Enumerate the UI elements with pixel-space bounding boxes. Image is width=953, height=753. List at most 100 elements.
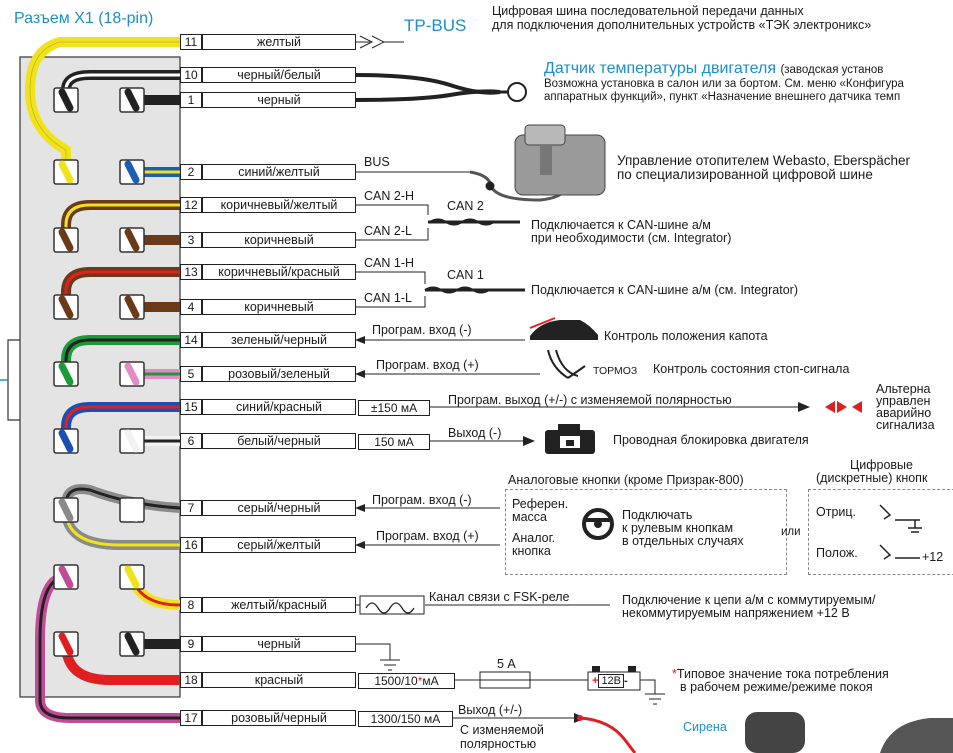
power-note-2: в рабочем режиме/режиме покоя: [680, 680, 873, 694]
pin-wire-color: белый/черный: [202, 433, 356, 449]
pin-number: 16: [180, 537, 202, 553]
pin-number: 10: [180, 67, 202, 83]
alt-desc-3: аварийно: [876, 406, 932, 420]
plus12-label: +12: [922, 550, 944, 564]
bus-desc-2: по специализированной цифровой шине: [617, 167, 873, 182]
pin-wire-color: черный/белый: [202, 67, 356, 83]
pin-number: 11: [180, 34, 202, 50]
alt-desc-1: Альтерна: [876, 382, 931, 396]
fsk-desc-1: Подключение к цепи а/м с коммутируемым/: [622, 593, 876, 607]
pin-wire-color: розовый/зеленый: [202, 366, 356, 382]
siren-out-label: Выход (+/-): [458, 703, 523, 717]
neg-label: Отриц.: [816, 505, 857, 519]
pin-number: 15: [180, 399, 202, 415]
current-box-15: ±150 мА: [358, 400, 430, 416]
pin-number: 5: [180, 366, 202, 382]
tpbus-desc-1: Цифровая шина последовательной передачи …: [492, 4, 804, 18]
digital-buttons-frame: [808, 489, 953, 575]
digital-buttons-title-1: Цифровые: [850, 458, 913, 472]
pin-number: 7: [180, 500, 202, 516]
immob-desc: Проводная блокировка двигателя: [613, 433, 809, 447]
connect-2: к рулевым кнопкам: [622, 521, 734, 535]
current-box-6: 150 мА: [358, 434, 430, 450]
can1-l-label: CAN 1-L: [364, 291, 412, 305]
brake-pedal-icon: [547, 349, 586, 379]
siren-pol-1: С изменяемой: [460, 723, 544, 737]
brake-desc: Контроль состояния стоп-сигнала: [653, 362, 850, 376]
pin-number: 12: [180, 197, 202, 213]
ref-mass-2: масса: [512, 510, 547, 524]
fsk-desc-2: некоммутируемым напряжением +12 В: [622, 606, 850, 620]
input-plus-label-5: Програм. вход (+): [376, 358, 479, 372]
pin-number: 14: [180, 332, 202, 348]
steering-wheel-icon: [582, 508, 614, 540]
pin-wire-color: серый/черный: [202, 500, 356, 516]
engine-lock-icon: [545, 424, 595, 454]
analog-buttons-title: Аналоговые кнопки (кроме Призрак-800): [508, 473, 744, 487]
pin-number: 18: [180, 672, 202, 688]
fuse-label: 5 А: [497, 657, 516, 671]
pin-wire-color: синий/желтый: [202, 164, 356, 180]
can1-h-label: CAN 1-H: [364, 256, 415, 270]
current-box-17: 1300/150 мА: [358, 711, 453, 727]
pin-number: 9: [180, 636, 202, 652]
temp-sensor-title: Датчик температуры двигателя (заводская …: [544, 60, 884, 77]
tpbus-desc-2: для подключения дополнительных устройств…: [492, 18, 872, 32]
connector-title: Разъем X1 (18-pin): [14, 10, 154, 27]
output-minus-label: Выход (-): [448, 426, 502, 440]
can2-h-label: CAN 2-H: [364, 189, 415, 203]
hood-desc: Контроль положения капота: [604, 329, 768, 343]
tpbus-label: TP-BUS: [404, 16, 467, 35]
pin-number: 3: [180, 232, 202, 248]
heater-icon: [514, 124, 606, 196]
battery-label: +12В-: [592, 674, 628, 688]
pin-wire-color: серый/желтый: [202, 537, 356, 553]
brake-tag: ТОРМОЗ: [593, 365, 638, 377]
pin-number: 17: [180, 710, 202, 726]
pin-wire-color: черный: [202, 636, 356, 652]
pin-number: 6: [180, 433, 202, 449]
hazard-lights-icon: [825, 401, 862, 413]
bus-label: BUS: [364, 155, 390, 169]
alt-desc-4: сигнализа: [876, 418, 935, 432]
power-note-1: *Типовое значение тока потребления: [672, 667, 889, 681]
pin-number: 1: [180, 92, 202, 108]
can2-name: CAN 2: [447, 199, 484, 213]
pin-wire-color: желтый/красный: [202, 597, 356, 613]
ref-mass-1: Референ.: [512, 497, 569, 511]
pin-number: 13: [180, 264, 202, 280]
temp-sensor-line-2: аппаратных функций», пункт «Назначение в…: [544, 91, 901, 103]
output-polarity-label: Програм. выход (+/-) с изменяемой полярн…: [448, 393, 732, 407]
siren-icon: [745, 712, 953, 753]
pin-number: 8: [180, 597, 202, 613]
pin-wire-color: зеленый/черный: [202, 332, 356, 348]
input-minus-label-14: Програм. вход (-): [372, 323, 472, 337]
bus-desc-1: Управление отопителем Webasto, Eberspäch…: [617, 153, 910, 168]
connect-3: в отдельных случаях: [622, 534, 744, 548]
connect-1: Подключать: [622, 508, 693, 522]
can2-l-label: CAN 2-L: [364, 224, 412, 238]
temp-sensor-line-1: Возможна установка в салон или за бортом…: [544, 78, 904, 90]
pin-wire-color: коричневый: [202, 299, 356, 315]
input-plus-label-16: Програм. вход (+): [376, 529, 479, 543]
siren-name: Сирена: [683, 720, 727, 734]
fsk-label: Канал связи с FSK-реле: [429, 590, 570, 604]
car-hood-icon: [529, 317, 598, 340]
digital-buttons-title-2: (дискретные) кнопк: [816, 471, 928, 485]
input-minus-label-7: Програм. вход (-): [372, 493, 472, 507]
pin-number: 4: [180, 299, 202, 315]
siren-pol-2: полярностью: [460, 737, 537, 751]
pin-wire-color: синий/красный: [202, 399, 356, 415]
can1-name: CAN 1: [447, 268, 484, 282]
pos-label: Полож.: [816, 546, 858, 560]
analog-btn-1: Аналог.: [512, 531, 556, 545]
alt-desc-2: управлен: [876, 394, 931, 408]
pin-wire-color: коричневый/красный: [202, 264, 356, 280]
analog-buttons-frame: [505, 489, 787, 575]
analog-btn-2: кнопка: [512, 544, 551, 558]
current-box-18: 1500/10*мА: [358, 673, 455, 689]
pin-number: 2: [180, 164, 202, 180]
pin-wire-color: коричневый: [202, 232, 356, 248]
can2-desc-2: при необходимости (см. Integrator): [531, 231, 732, 245]
